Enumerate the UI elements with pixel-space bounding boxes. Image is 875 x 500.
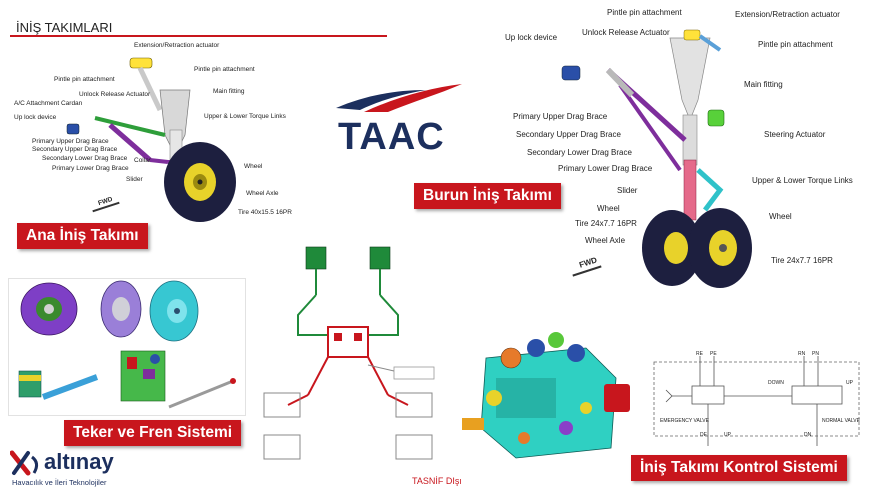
sch-de: DE [700,432,707,438]
nose-label-pub: Primary Upper Drag Brace [513,112,608,121]
nose-label-pld: Primary Lower Drag Brace [558,164,653,173]
hydraulic-schematic [263,246,435,460]
taac-logo-text: TAAC [338,116,445,158]
nose-label-main-fitting: Main fitting [744,80,783,89]
sch-pn: PN [812,351,819,357]
nose-label-wheel-r: Wheel [769,212,792,221]
altinay-logo-mark [10,450,39,476]
nose-label-sld: Secondary Lower Drag Brace [527,148,632,157]
nose-label-sud: Secondary Upper Drag Brace [516,130,621,139]
nose-label-wheel-axle: Wheel Axle [585,236,626,245]
main-label-wheel: Wheel [244,163,263,170]
title-underline [10,35,387,37]
brake-components-drawing [18,280,236,409]
sch-up2: UP [724,432,731,438]
taac-swoosh [336,84,462,112]
nose-gear-banner: Burun İniş Takımı [414,183,561,209]
nose-label-pintle2: Pintle pin attachment [758,40,833,49]
main-label-pintle2: Pintle pin attachment [194,66,255,73]
main-label-tire: Tire 40x15.5 16PR [238,209,292,216]
nose-label-tire-r: Tire 24x7.7 16PR [771,256,833,265]
control-valve-drawing [462,332,630,459]
sch-dn: DN [804,432,812,438]
nose-label-steering: Steering Actuator [764,130,826,139]
sch-normal: NORMAL VALVE [822,418,860,424]
altinay-logo-name: altınay [44,449,114,474]
main-label-uplock: Up lock device [14,114,57,121]
main-label-ac-cardan: A/C Attachment Cardan [14,100,83,107]
nose-label-uplock: Up lock device [505,33,558,42]
main-label-sld: Secondary Lower Drag Brace [42,155,128,162]
nose-label-pintle1: Pintle pin attachment [607,8,682,17]
nose-label-tire-l: Tire 24x7.7 16PR [575,219,637,228]
classification-label: TASNİF DIşı [412,476,462,486]
nose-label-slider: Slider [617,186,638,195]
main-label-sud: Secondary Upper Drag Brace [32,146,118,153]
sch-up: UP [846,380,853,386]
control-banner: İniş Takımı Kontrol Sistemi [631,455,847,481]
main-label-torque: Upper & Lower Torque Links [204,113,286,120]
main-label-unlock: Unlock Release Actuator [79,91,151,98]
main-label-pub: Primary Upper Drag Brace [32,138,109,145]
main-label-pintle1: Pintle pin attachment [54,76,115,83]
sch-pe: PE [710,351,717,357]
sch-rn: RN [798,351,806,357]
sch-emergency: EMERGENCY VALVE [660,418,709,424]
main-label-slider: Slider [126,176,143,183]
nose-label-torque: Upper & Lower Torque Links [752,176,853,185]
brake-banner: Teker ve Fren Sistemi [64,420,242,446]
nose-gear-drawing [561,29,752,288]
nose-label-unlock: Unlock Release Actuator [582,28,670,37]
main-label-pld: Primary Lower Drag Brace [52,165,129,172]
nose-label-extension: Extension/Retraction actuator [735,10,840,19]
sch-re: RE [696,351,703,357]
main-label-collar: Collar [134,157,151,164]
main-gear-drawing [66,57,236,222]
main-label-main-fitting: Main fitting [213,88,245,95]
main-gear-banner: Ana İniş Takımı [17,223,148,249]
main-label-extension: Extension/Retraction actuator [134,42,220,49]
control-schematic-drawing [653,356,860,446]
page-title: İNİŞ TAKIMLARI [16,20,113,35]
sch-down: DOWN [768,380,784,386]
brake-panel [8,278,246,416]
altinay-logo-sub: Havacılık ve İleri Teknolojiler [12,478,107,487]
nose-label-wheel-l: Wheel [597,204,620,213]
main-label-wheel-axle: Wheel Axle [246,190,279,197]
